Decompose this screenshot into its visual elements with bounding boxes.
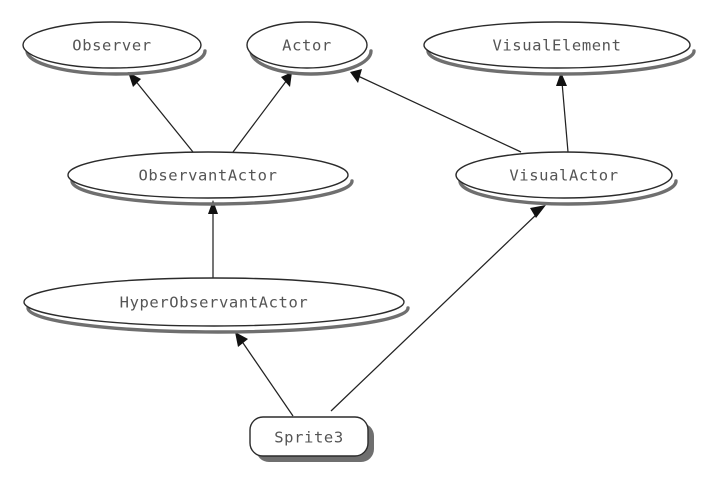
node-ellipse[interactable] <box>423 21 691 69</box>
node-shadow <box>426 49 696 76</box>
node-ellipse[interactable] <box>22 21 202 69</box>
node-ellipse[interactable] <box>23 277 405 327</box>
node-shadow <box>70 179 354 206</box>
node-visualelement[interactable]: VisualElement <box>423 21 696 76</box>
node-shadow <box>25 49 207 76</box>
arrowhead-icon <box>281 72 292 87</box>
node-ellipse[interactable] <box>455 151 673 199</box>
node-label: Observer <box>72 37 151 55</box>
node-label: VisualActor <box>509 167 618 185</box>
edge-line <box>357 75 522 153</box>
edge-line <box>232 79 288 153</box>
arrowhead-icon <box>556 72 567 86</box>
node-observer[interactable]: Observer <box>22 21 207 76</box>
edge-visualactor-visualelement <box>556 72 569 153</box>
node-label: Sprite3 <box>274 429 344 447</box>
node-label: VisualElement <box>492 37 621 55</box>
arrowhead-icon <box>350 69 362 83</box>
node-shadow <box>458 179 678 206</box>
edge-line <box>330 212 539 412</box>
node-ellipse[interactable] <box>246 21 368 69</box>
node-label: ObservantActor <box>138 167 277 185</box>
arrowhead-icon <box>530 205 546 218</box>
edge-layer <box>128 69 569 417</box>
arrowhead-icon <box>235 332 248 347</box>
edge-sprite3-visualactor <box>330 205 546 412</box>
edge-observantactor-observer <box>128 72 194 153</box>
edge-line <box>133 78 194 153</box>
node-shadow <box>249 49 373 76</box>
node-label: Actor <box>282 37 332 55</box>
node-observantactor[interactable]: ObservantActor <box>67 151 354 206</box>
edge-visualactor-actor <box>350 69 522 153</box>
edge-hyperobservantactor-observantactor <box>208 200 218 278</box>
node-ellipse[interactable] <box>67 151 349 199</box>
node-actor[interactable]: Actor <box>246 21 373 76</box>
node-sprite3[interactable]: Sprite3 <box>249 416 374 462</box>
edge-sprite3-hyperobservantactor <box>235 332 294 417</box>
edge-line <box>240 339 294 417</box>
arrowhead-icon <box>128 72 141 87</box>
node-shadow <box>26 306 410 334</box>
node-rect[interactable] <box>249 416 369 457</box>
node-hyperobservantactor[interactable]: HyperObservantActor <box>23 277 410 334</box>
node-label: HyperObservantActor <box>120 294 309 312</box>
edge-observantactor-actor <box>232 72 292 153</box>
arrowhead-icon <box>208 200 218 214</box>
edge-line <box>561 81 569 153</box>
node-visualactor[interactable]: VisualActor <box>455 151 678 206</box>
